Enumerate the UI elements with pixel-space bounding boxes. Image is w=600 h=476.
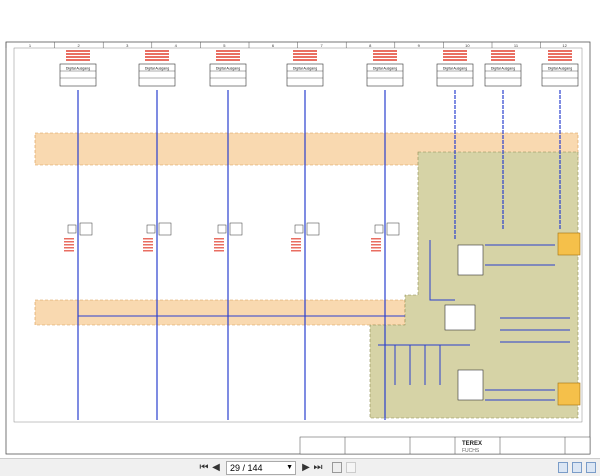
paste-icon[interactable] bbox=[346, 462, 356, 473]
column-number: 3 bbox=[126, 43, 129, 48]
two-page-view-icon[interactable] bbox=[586, 462, 596, 473]
module-label: Digital Ausgang bbox=[373, 67, 397, 71]
column-number: 11 bbox=[514, 43, 519, 48]
module-label: Digital Ausgang bbox=[66, 67, 90, 71]
module-label: Digital Ausgang bbox=[443, 67, 467, 71]
output-channel: Digital Ausgang bbox=[484, 50, 522, 230]
output-channel: Digital Ausgang bbox=[286, 50, 324, 420]
module-label: Digital Ausgang bbox=[548, 67, 572, 71]
column-number: 4 bbox=[175, 43, 178, 48]
output-channel: Digital Ausgang bbox=[366, 50, 404, 420]
column-number: 9 bbox=[418, 43, 421, 48]
brand-logo: TEREX bbox=[462, 441, 482, 447]
chevron-down-icon[interactable]: ▼ bbox=[286, 463, 293, 471]
continuous-view-icon[interactable] bbox=[572, 462, 582, 473]
copy-icon[interactable] bbox=[332, 462, 342, 473]
column-number: 10 bbox=[465, 43, 470, 48]
column-number: 5 bbox=[223, 43, 226, 48]
sub-brand-logo: FUCHS bbox=[462, 448, 480, 454]
device-box bbox=[557, 232, 581, 256]
band-bottom bbox=[34, 299, 406, 326]
module-label: Digital Ausgang bbox=[491, 67, 515, 71]
column-number: 12 bbox=[562, 43, 567, 48]
column-number: 8 bbox=[369, 43, 372, 48]
previous-page-button[interactable]: ◀ bbox=[212, 462, 220, 473]
output-channel: Digital Ausgang bbox=[59, 50, 97, 420]
output-channel: Digital Ausgang bbox=[209, 50, 247, 420]
page-number-input[interactable]: 29 / 144 ▼ bbox=[226, 460, 296, 475]
column-number: 7 bbox=[320, 43, 323, 48]
column-number: 2 bbox=[77, 43, 80, 48]
region-green bbox=[369, 151, 579, 419]
module-label: Digital Ausgang bbox=[293, 67, 317, 71]
device-box bbox=[557, 382, 581, 406]
module-label: Digital Ausgang bbox=[145, 67, 169, 71]
output-channel: Digital Ausgang bbox=[541, 50, 579, 230]
page-number: 29 / 144 bbox=[230, 462, 263, 473]
output-channel: Digital Ausgang bbox=[436, 50, 474, 240]
pdf-toolbar: ⏮ ◀ 29 / 144 ▼ ▶ ⏭ bbox=[0, 458, 600, 476]
column-number: 1 bbox=[29, 43, 32, 48]
output-channel: Digital Ausgang bbox=[138, 50, 176, 420]
module-label: Digital Ausgang bbox=[216, 67, 240, 71]
last-page-button[interactable]: ⏭ bbox=[313, 462, 323, 473]
title-block bbox=[299, 436, 591, 455]
next-page-button[interactable]: ▶ bbox=[302, 462, 310, 473]
first-page-button[interactable]: ⏮ bbox=[199, 462, 209, 473]
single-page-view-icon[interactable] bbox=[558, 462, 568, 473]
column-number: 6 bbox=[272, 43, 275, 48]
